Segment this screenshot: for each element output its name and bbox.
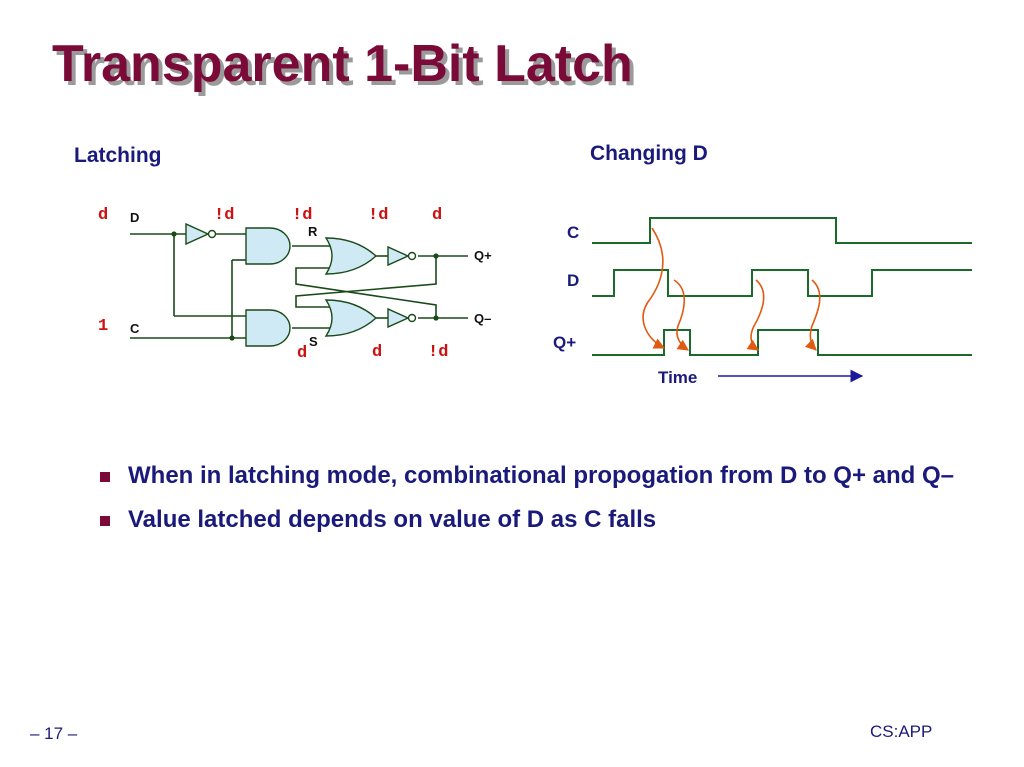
q-minus-output-label: Q– [474, 311, 491, 326]
bullet-marker [100, 472, 110, 482]
top-or-gate [324, 237, 378, 275]
circuit-wires [130, 233, 468, 339]
changing-d-heading: Changing D [590, 142, 708, 165]
bullet-marker [100, 516, 110, 526]
bullet-list: When in latching mode, combinational pro… [98, 460, 958, 548]
timing-label-q-plus: Q+ [553, 333, 576, 352]
value-q-minus: !d [428, 343, 448, 362]
bullet-text: Value latched depends on value of D as C… [128, 506, 657, 533]
top-output-inverter-gate [387, 245, 417, 267]
bullet-text: When in latching mode, combinational pro… [128, 462, 955, 489]
input-c-label: C [130, 321, 140, 336]
page-title: Transparent 1-Bit Latch [52, 35, 633, 93]
value-top-or-out: !d [368, 206, 388, 225]
input-inverter-gate [185, 222, 217, 246]
set-label: S [309, 334, 318, 349]
footer-brand: CS:APP [870, 722, 933, 741]
value-top-and-out: !d [292, 206, 312, 225]
latching-heading: Latching [74, 144, 162, 167]
causal-arrow-2 [673, 279, 689, 351]
time-label: Time [658, 368, 697, 387]
timing-label-c: C [567, 223, 579, 242]
causal-arrow-4 [804, 279, 821, 351]
bullet-item: When in latching mode, combinational pro… [98, 460, 958, 492]
bottom-output-inverter-gate [387, 307, 417, 329]
value-bottom-or-out: d [372, 343, 382, 362]
reset-label: R [308, 224, 318, 239]
page-number: – 17 – [30, 724, 78, 743]
value-d-input: d [98, 206, 108, 225]
value-inverter-out: !d [214, 206, 234, 225]
waveform-d [592, 269, 972, 297]
input-d-label: D [130, 210, 139, 225]
causal-arrow-1 [642, 227, 666, 349]
top-and-gate [245, 227, 291, 265]
q-plus-output-label: Q+ [474, 248, 492, 263]
causal-arrow-3 [746, 279, 765, 351]
value-q-plus: d [432, 206, 442, 225]
value-bottom-and-out: d [297, 344, 307, 363]
wire-junctions [171, 231, 439, 341]
bottom-and-gate [245, 309, 291, 347]
timing-label-d: D [567, 271, 579, 290]
waveform-c [592, 217, 972, 244]
bullet-item: Value latched depends on value of D as C… [98, 504, 958, 536]
value-c-input: 1 [98, 317, 108, 336]
bottom-or-gate [324, 299, 378, 337]
